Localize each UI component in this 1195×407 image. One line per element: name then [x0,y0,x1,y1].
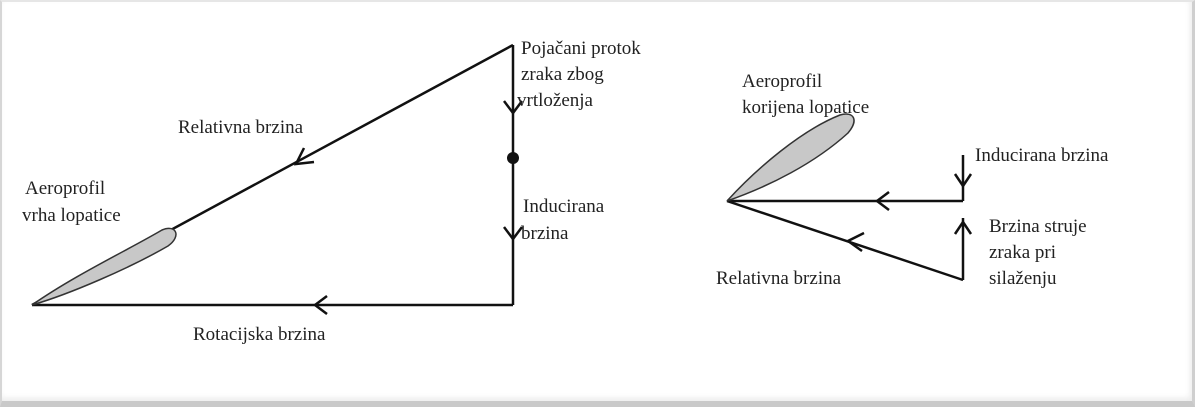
right-airfoil-label-line2: korijena lopatice [742,97,869,118]
rotational-speed-label: Rotacijska brzina [193,324,326,345]
left-induced-speed-label-line2: brzina [521,223,569,244]
descent-flow-arrowhead [953,219,973,235]
right-induced-speed-label: Inducirana brzina [975,145,1109,166]
horizontal-speed-arrowhead [874,191,890,211]
root-airfoil-shape [726,113,855,202]
relative-speed-arrowhead [293,147,315,166]
descent-flow-label-line2: zraka pri [989,242,1056,263]
right-diagram [726,155,973,282]
right-relative-speed-arrowhead [845,231,865,253]
right-airfoil-label-line1: Aeroprofil [742,71,822,92]
left-airfoil-label-line1: Aeroprofil [25,178,105,199]
right-relative-speed-line [726,199,964,282]
left-airfoil-label-line2: vrha lopatice [22,205,121,226]
junction-dot [507,152,519,164]
induced-speed-arrowhead [503,226,523,242]
tip-airfoil-shape [31,227,177,306]
rotational-speed-arrowhead [312,295,328,315]
boosted-flow-label-line3: vrtloženja [517,90,594,111]
boosted-flow-arrowhead [503,100,523,116]
boosted-flow-label-line1: Pojačani protok [521,38,641,59]
descent-flow-label-line3: silaženju [989,268,1057,289]
left-induced-speed-label-line1: Inducirana [523,196,605,217]
boosted-flow-label-line2: zraka zbog [521,64,604,85]
left-relative-speed-label: Relativna brzina [178,117,304,138]
right-relative-speed-label: Relativna brzina [716,268,842,289]
descent-flow-label-line1: Brzina struje [989,216,1087,237]
right-induced-speed-arrowhead [953,173,973,189]
